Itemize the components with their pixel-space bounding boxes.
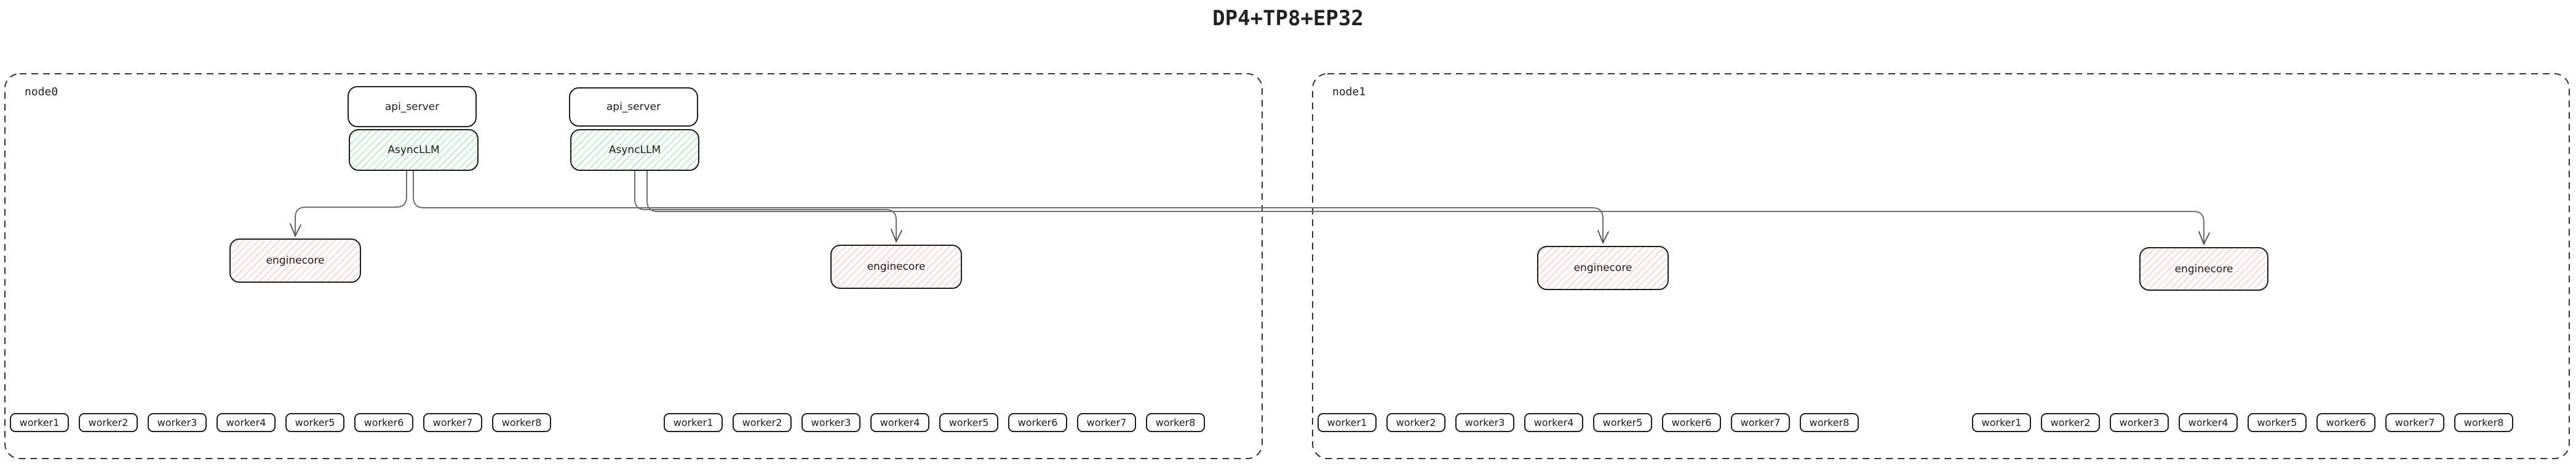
worker-box: worker7 — [2385, 413, 2444, 432]
worker-box: worker1 — [664, 413, 723, 432]
worker-box: worker6 — [1662, 413, 1721, 432]
worker-box: worker2 — [1386, 413, 1445, 432]
enginecore-label: enginecore — [1573, 262, 1632, 274]
edge-asyncllm2-to-enginecore4 — [646, 170, 2204, 244]
worker-box: worker6 — [1008, 413, 1067, 432]
worker-box: worker2 — [2041, 413, 2100, 432]
asyncllm-label: AsyncLLM — [608, 144, 661, 156]
worker-box: worker5 — [2248, 413, 2307, 432]
worker-box: worker3 — [2110, 413, 2169, 432]
worker-box: worker6 — [2316, 413, 2375, 432]
worker-group-node0-2: worker1 worker2 worker3 worker4 worker5 … — [664, 413, 1205, 432]
worker-box: worker2 — [79, 413, 138, 432]
worker-group-node1-2: worker1 worker2 worker3 worker4 worker5 … — [1972, 413, 2513, 432]
worker-box: worker1 — [1318, 413, 1377, 432]
api-server-box-2: api_server — [569, 87, 698, 127]
node1-boundary — [1312, 73, 2570, 459]
worker-box: worker7 — [423, 413, 482, 432]
node0-boundary — [4, 73, 1263, 459]
enginecore-box-4: enginecore — [2139, 247, 2268, 291]
worker-box: worker3 — [801, 413, 861, 432]
arrowhead-enginecore4 — [2198, 231, 2210, 246]
worker-box: worker4 — [870, 413, 929, 432]
arrowhead-enginecore3 — [1597, 230, 1609, 245]
arrowhead-enginecore1 — [290, 223, 301, 238]
asyncllm-box-2: AsyncLLM — [570, 129, 699, 171]
worker-box: worker4 — [1524, 413, 1583, 432]
worker-box: worker4 — [217, 413, 276, 432]
worker-box: worker7 — [1077, 413, 1136, 432]
worker-box: worker3 — [148, 413, 207, 432]
worker-box: worker8 — [2454, 413, 2513, 432]
worker-box: worker7 — [1731, 413, 1790, 432]
api-server-label: api_server — [606, 101, 661, 113]
worker-box: worker8 — [1146, 413, 1205, 432]
enginecore-box-2: enginecore — [830, 245, 962, 289]
worker-box: worker1 — [10, 413, 69, 432]
edge-asyncllm1-to-enginecore3 — [413, 170, 1604, 243]
api-server-box-1: api_server — [348, 86, 477, 127]
worker-box: worker1 — [1972, 413, 2031, 432]
edge-asyncllm1-to-enginecore1 — [295, 170, 407, 236]
worker-group-node1-1: worker1 worker2 worker3 worker4 worker5 … — [1318, 413, 1859, 432]
node1-label: node1 — [1332, 85, 1366, 98]
arrowhead-enginecore2 — [891, 229, 902, 243]
worker-box: worker4 — [2179, 413, 2238, 432]
worker-box: worker6 — [354, 413, 413, 432]
enginecore-label: enginecore — [2174, 262, 2233, 275]
edge-asyncllm2-to-enginecore2 — [634, 170, 897, 242]
worker-box: worker2 — [733, 413, 792, 432]
worker-box: worker5 — [1593, 413, 1652, 432]
api-server-label: api_server — [384, 100, 440, 113]
node0-label: node0 — [25, 85, 58, 98]
enginecore-box-1: enginecore — [229, 238, 361, 283]
worker-box: worker8 — [492, 413, 551, 432]
asyncllm-label: AsyncLLM — [388, 144, 440, 156]
worker-box: worker5 — [939, 413, 998, 432]
worker-box: worker5 — [285, 413, 344, 432]
enginecore-label: enginecore — [266, 254, 325, 267]
asyncllm-box-1: AsyncLLM — [349, 129, 479, 171]
enginecore-box-3: enginecore — [1537, 246, 1669, 290]
worker-box: worker8 — [1800, 413, 1859, 432]
enginecore-label: enginecore — [867, 261, 926, 273]
worker-group-node0-1: worker1 worker2 worker3 worker4 worker5 … — [10, 413, 551, 432]
diagram-title: DP4+TP8+EP32 — [1212, 6, 1364, 31]
worker-box: worker3 — [1455, 413, 1514, 432]
